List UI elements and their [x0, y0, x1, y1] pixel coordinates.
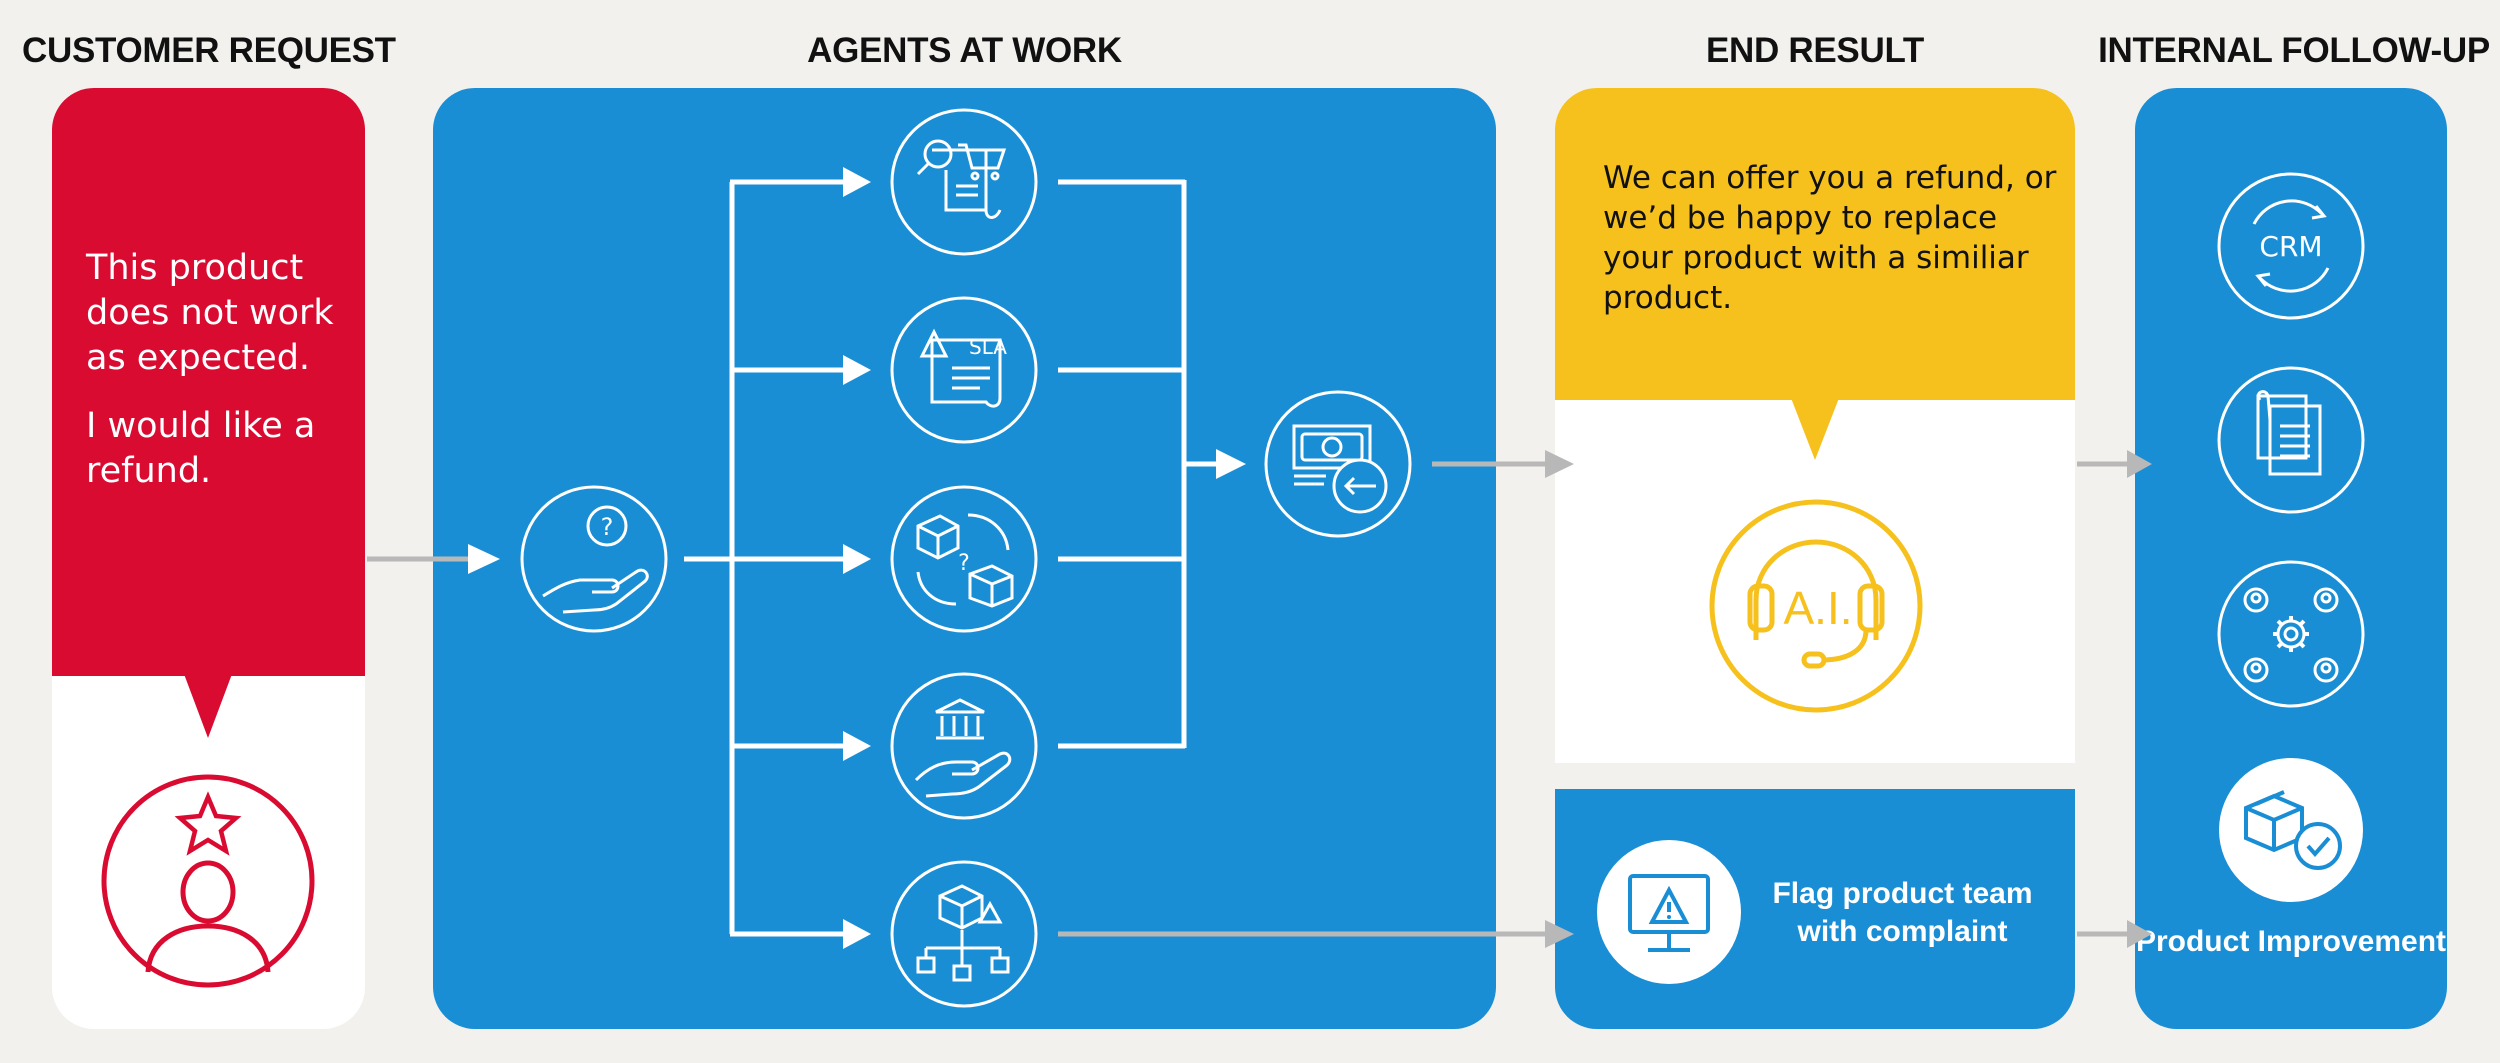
ai-response-bubble: We can offer you a refund, or we’d be ha… — [1555, 88, 2075, 460]
end-result-heading: END RESULT — [1705, 31, 1925, 70]
speech-bubble-tail — [1791, 398, 1839, 460]
customer-speech-bubble: This product does not work as expected. … — [52, 88, 365, 738]
customer-request-heading: CUSTOMER REQUEST — [22, 31, 396, 70]
ai-label: A.I. — [1783, 582, 1852, 634]
product-improvement-icon — [2219, 758, 2363, 902]
customer-star-icon — [101, 774, 315, 988]
crm-cycle-icon: CRM — [2217, 172, 2365, 320]
svg-text:?: ? — [601, 513, 614, 541]
customer-complaint-text: This product does not work as expected. — [86, 248, 334, 378]
svg-text:SLA: SLA — [969, 335, 1007, 359]
internal-follow-up-heading: INTERNAL FOLLOW-UP — [2098, 31, 2490, 70]
agents-at-work-panel — [433, 88, 1496, 1029]
svg-text:?: ? — [958, 551, 970, 576]
ai-response-text: We can offer you a refund, or we’d be ha… — [1603, 160, 2057, 316]
hand-question-icon: ? — [520, 485, 668, 633]
flag-product-team-panel: Flag product team with complaint — [1555, 789, 2075, 1029]
customer-refund-text: I would like a refund. — [86, 406, 316, 491]
documents-icon — [2217, 366, 2365, 514]
shopping-cart-receipt-icon — [890, 108, 1038, 256]
product-issue-network-icon — [890, 860, 1038, 1008]
flag-product-team-text: Flag product team with complaint — [1772, 877, 2033, 948]
product-improvement-text: Product Improvement — [2135, 925, 2447, 958]
speech-bubble-tail — [184, 674, 232, 738]
money-refund-icon — [1264, 390, 1412, 538]
sla-document-icon: SLA — [890, 296, 1038, 444]
team-gear-icon — [2217, 560, 2365, 708]
product-exchange-icon: ? — [890, 485, 1038, 633]
bank-hand-icon — [890, 672, 1038, 820]
ai-headset-icon: A.I. — [1709, 499, 1923, 713]
crm-label: CRM — [2259, 230, 2322, 263]
customer-request-panel: This product does not work as expected. … — [52, 88, 365, 1029]
end-result-panel: We can offer you a refund, or we’d be ha… — [1555, 88, 2075, 763]
monitor-warning-icon — [1597, 840, 1741, 984]
agents-at-work-heading: AGENTS AT WORK — [807, 31, 1122, 70]
